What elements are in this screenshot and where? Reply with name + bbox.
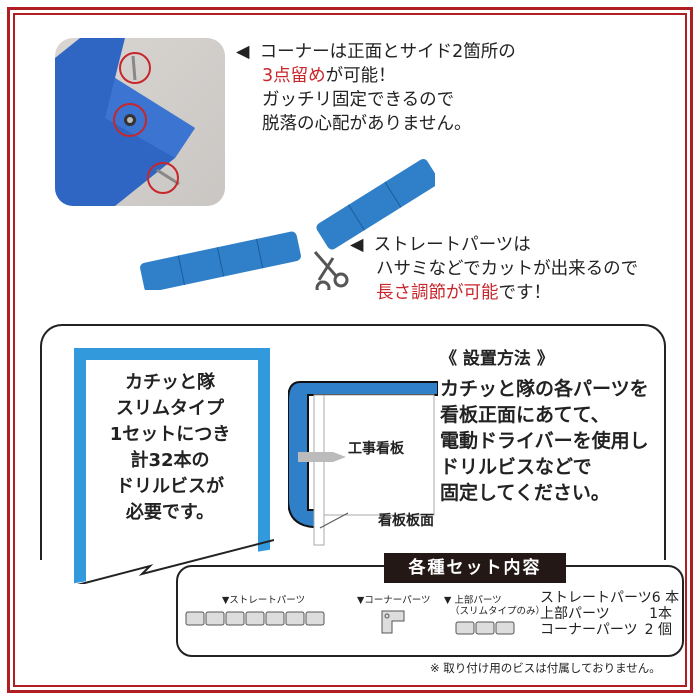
set-contents-title: 各種セット内容: [384, 553, 566, 583]
corner-part-illustration: [55, 38, 195, 206]
top-parts-icon: [455, 621, 515, 635]
straight-parts-icon: [185, 611, 325, 626]
outer-frame-border: [7, 7, 693, 693]
inner-frame-border: [13, 13, 687, 687]
highlight-circle-top: [119, 52, 151, 84]
straight-note: ◀ ストレートパーツは ハサミなどでカットが出来るので 長さ調節が可能です！: [350, 235, 639, 303]
corner-part-icon: [381, 610, 405, 634]
corner-note: ◀ コーナーは正面とサイド2箇所の 3点留めが可能！ ガッチリ固定できるので 脱…: [236, 42, 516, 134]
method-instructions: カチッと隊の各パーツを 看板正面にあてて、 電動ドライバーを使用し ドリルビスな…: [440, 378, 649, 504]
pointer-left-icon: ◀: [236, 42, 250, 62]
install-cross-section-diagram: [288, 381, 438, 546]
sign-frame-illustration: [70, 348, 274, 584]
board-label: 工事看板: [348, 441, 404, 457]
corner-photo: [55, 38, 225, 206]
straight-parts-illustration: [140, 158, 435, 290]
method-title: 《 設置方法 》: [440, 349, 554, 369]
highlight-text: 3点留め: [262, 66, 326, 86]
top-parts-label: ▼ 上部パーツ: [444, 595, 502, 606]
corner-parts-label: ▼コーナーパーツ: [357, 595, 431, 606]
footnote: ※ 取り付け用のビスは付属しておりません。: [430, 661, 661, 675]
scissors-icon: [313, 251, 349, 290]
highlight-text: 長さ調節が可能: [376, 283, 499, 303]
highlight-circle-bottom: [147, 162, 179, 194]
pointer-left-icon: ◀: [350, 235, 364, 255]
sign-frame-note: カチッと隊 スリムタイプ 1セットにつき 計32本の ドリルビスが 必要です。: [109, 372, 231, 523]
surface-label: 看板板面: [378, 513, 434, 529]
highlight-circle-center: [113, 103, 147, 137]
top-parts-sublabel: （スリムタイプのみ）: [450, 606, 546, 617]
straight-parts-label: ▼ストレートパーツ: [222, 595, 306, 606]
